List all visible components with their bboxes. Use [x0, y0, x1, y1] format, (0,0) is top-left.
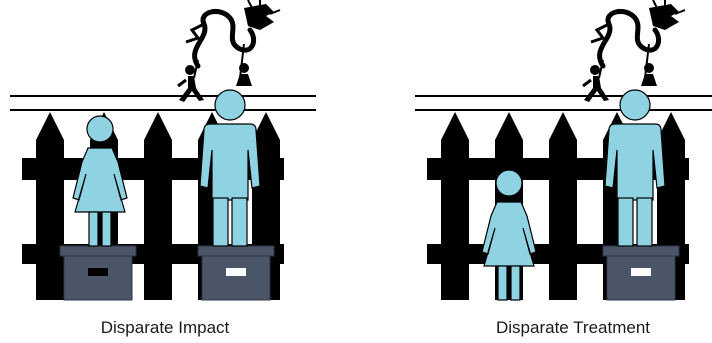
crate-icon	[198, 246, 274, 300]
dragon-icon	[591, 0, 685, 86]
disparate-treatment-scene	[413, 0, 712, 310]
caption-disparate-treatment: Disparate Treatment	[496, 318, 650, 338]
wire-lines	[10, 96, 316, 110]
crate-icon	[603, 246, 679, 300]
crate-icon	[60, 246, 136, 300]
caption-disparate-impact: Disparate Impact	[101, 318, 230, 338]
disparate-impact-scene	[8, 0, 328, 310]
dragon-icon	[186, 0, 280, 86]
wire-lines	[415, 96, 712, 110]
